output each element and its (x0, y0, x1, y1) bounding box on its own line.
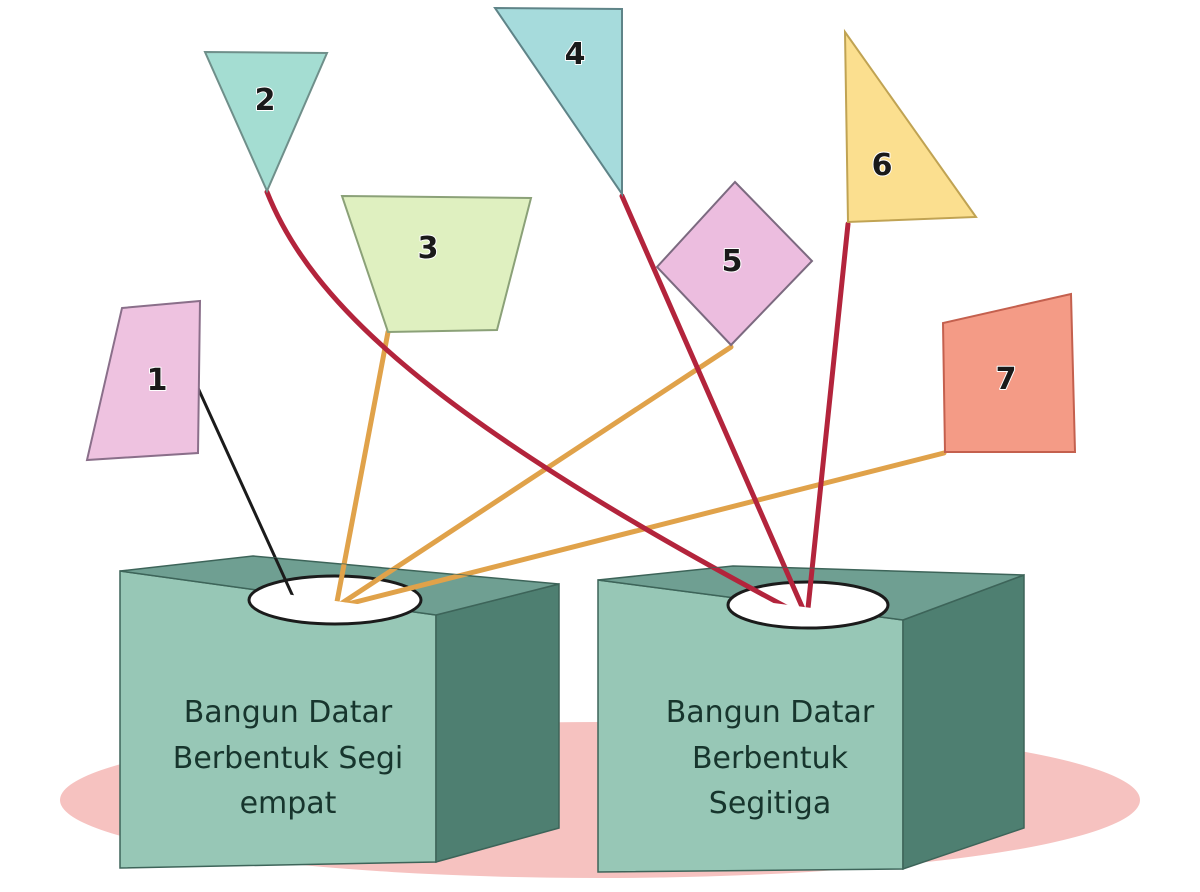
shape-2-number: 2 (255, 83, 276, 118)
shape-3-number: 3 (418, 231, 439, 266)
quadrilateral-box-side-face (435, 583, 560, 863)
connector-shape-5 (333, 344, 734, 610)
connector-shape-3 (333, 329, 391, 610)
triangle-box-label-line-1: Bangun Datar (666, 695, 875, 730)
flat-shape-4-right-triangle[interactable]: 4 (493, 6, 623, 198)
quadrilateral-box-label-line-1: Bangun Datar (184, 695, 393, 730)
triangle-box-side-face (902, 573, 1025, 871)
triangle-box[interactable] (597, 565, 1025, 873)
connector-shape-4 (619, 193, 810, 621)
shape-3-polygon[interactable] (340, 194, 533, 334)
connector-shape-2 (264, 189, 810, 621)
triangle-box-label-line-3: Segitiga (709, 786, 831, 821)
shape-5-number: 5 (722, 244, 743, 279)
connector-shape-1-overlay (196, 556, 302, 614)
flat-shape-5-diamond-square[interactable]: 5 (655, 180, 814, 347)
connector-shape-6 (804, 221, 851, 621)
connector-overlay-group (196, 556, 947, 620)
shape-5-polygon[interactable] (655, 180, 814, 347)
flat-shape-2-inverted-triangle[interactable]: 2 (203, 50, 329, 194)
quadrilateral-box-label-line-3: empat (240, 786, 337, 821)
shape-4-polygon[interactable] (493, 6, 623, 198)
shape-group: 1 2 3 4 5 6 7 (85, 6, 1077, 462)
shape-1-polygon[interactable] (85, 299, 202, 462)
flat-shape-6-right-triangle[interactable]: 6 (843, 28, 978, 224)
bottom-white-strip (0, 884, 1200, 892)
connector-group (196, 189, 947, 621)
shape-2-polygon[interactable] (203, 50, 329, 194)
shape-7-number: 7 (996, 362, 1017, 397)
connector-shape-7-overlay (333, 556, 947, 610)
quadrilateral-box-label-line-2: Berbentuk Segi (173, 741, 403, 776)
flat-shape-7-trapezoid[interactable]: 7 (941, 292, 1077, 453)
flat-shape-1-parallelogram[interactable]: 1 (85, 299, 202, 462)
shape-1-number: 1 (147, 363, 168, 398)
flat-shape-3-trapezoid[interactable]: 3 (340, 194, 533, 334)
shape-6-number: 6 (872, 148, 893, 183)
shape-6-polygon[interactable] (843, 28, 978, 224)
shape-7-polygon[interactable] (941, 292, 1077, 453)
shape-4-number: 4 (565, 37, 586, 72)
triangle-box-label-line-2: Berbentuk (692, 741, 849, 776)
